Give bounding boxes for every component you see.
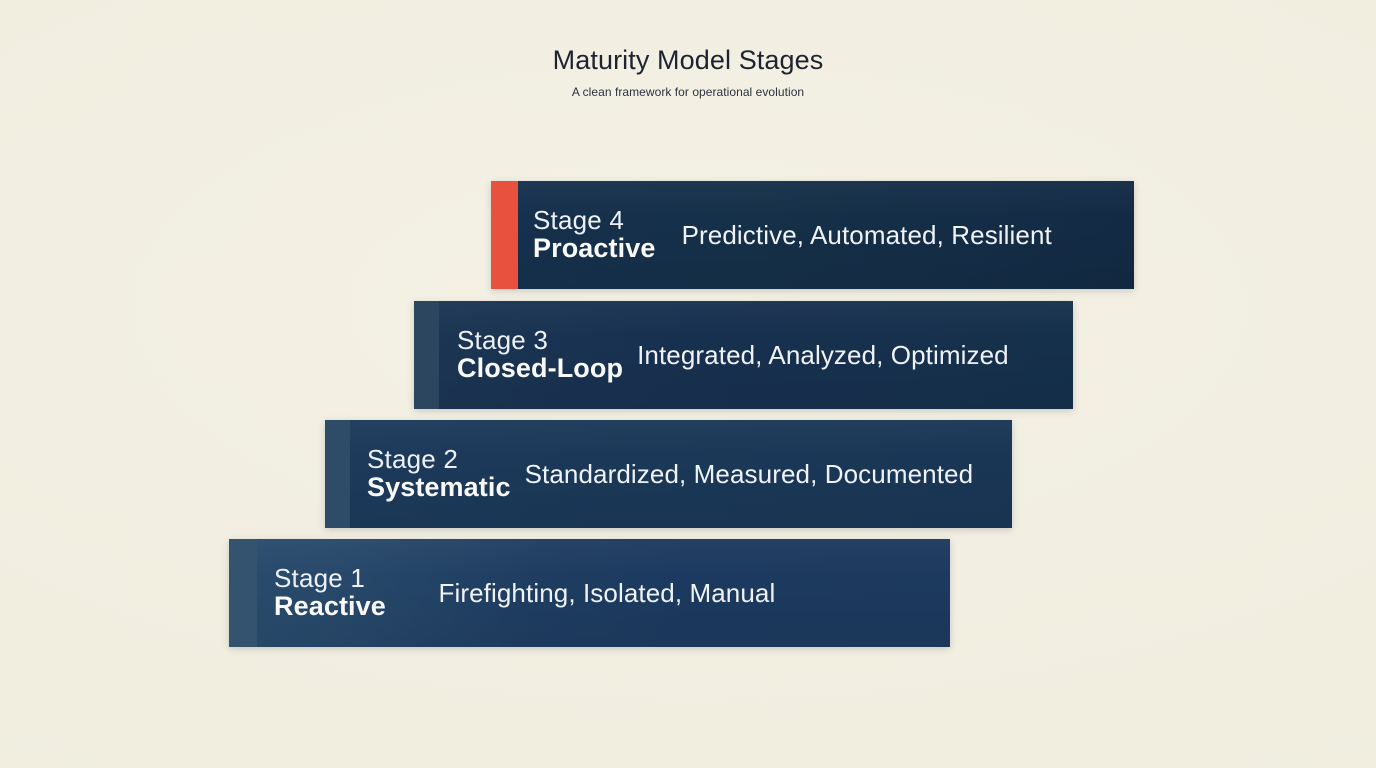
stage-row-3[interactable]: Stage 3 Closed-Loop Integrated, Analyzed… <box>414 301 1073 409</box>
stage-accent-bar-4 <box>491 181 518 289</box>
stage-body-1: Stage 1 Reactive Firefighting, Isolated,… <box>257 539 950 647</box>
stage-accent-bar-2 <box>325 420 350 528</box>
stage-name-3: Closed-Loop <box>457 352 624 383</box>
stage-number-2: Stage 2 <box>367 444 459 475</box>
stage-description-4: Predictive, Automated, Resilient <box>681 219 1052 250</box>
stage-body-2: Stage 2 Systematic Standardized, Measure… <box>350 420 1012 528</box>
stage-description-3: Integrated, Analyzed, Optimized <box>637 339 1009 370</box>
stage-row-1[interactable]: Stage 1 Reactive Firefighting, Isolated,… <box>229 539 950 647</box>
page-title: Maturity Model Stages <box>552 45 824 75</box>
stage-accent-bar-3 <box>414 301 439 409</box>
stage-number-4: Stage 4 <box>533 205 625 236</box>
stage-name-1: Reactive <box>274 590 386 621</box>
slide-header: Maturity Model Stages A clean framework … <box>0 45 1376 99</box>
stage-label-4: Stage 4 Proactive <box>518 207 655 262</box>
stage-row-2[interactable]: Stage 2 Systematic Standardized, Measure… <box>325 420 1012 528</box>
stage-name-2: Systematic <box>367 471 511 502</box>
stage-accent-bar-1 <box>229 539 257 647</box>
stage-description-2: Standardized, Measured, Documented <box>524 458 974 489</box>
stage-row-4[interactable]: Stage 4 Proactive Predictive, Automated,… <box>491 181 1134 289</box>
stage-name-4: Proactive <box>533 232 656 263</box>
stage-label-1: Stage 1 Reactive <box>257 565 386 620</box>
stage-body-4: Stage 4 Proactive Predictive, Automated,… <box>518 181 1134 289</box>
stage-label-3: Stage 3 Closed-Loop <box>439 327 623 382</box>
stage-number-3: Stage 3 <box>457 325 549 356</box>
stage-body-3: Stage 3 Closed-Loop Integrated, Analyzed… <box>439 301 1073 409</box>
page-subtitle: A clean framework for operational evolut… <box>571 84 805 99</box>
stage-number-1: Stage 1 <box>274 563 366 594</box>
stage-label-2: Stage 2 Systematic <box>350 446 511 501</box>
stage-description-1: Firefighting, Isolated, Manual <box>438 577 776 608</box>
